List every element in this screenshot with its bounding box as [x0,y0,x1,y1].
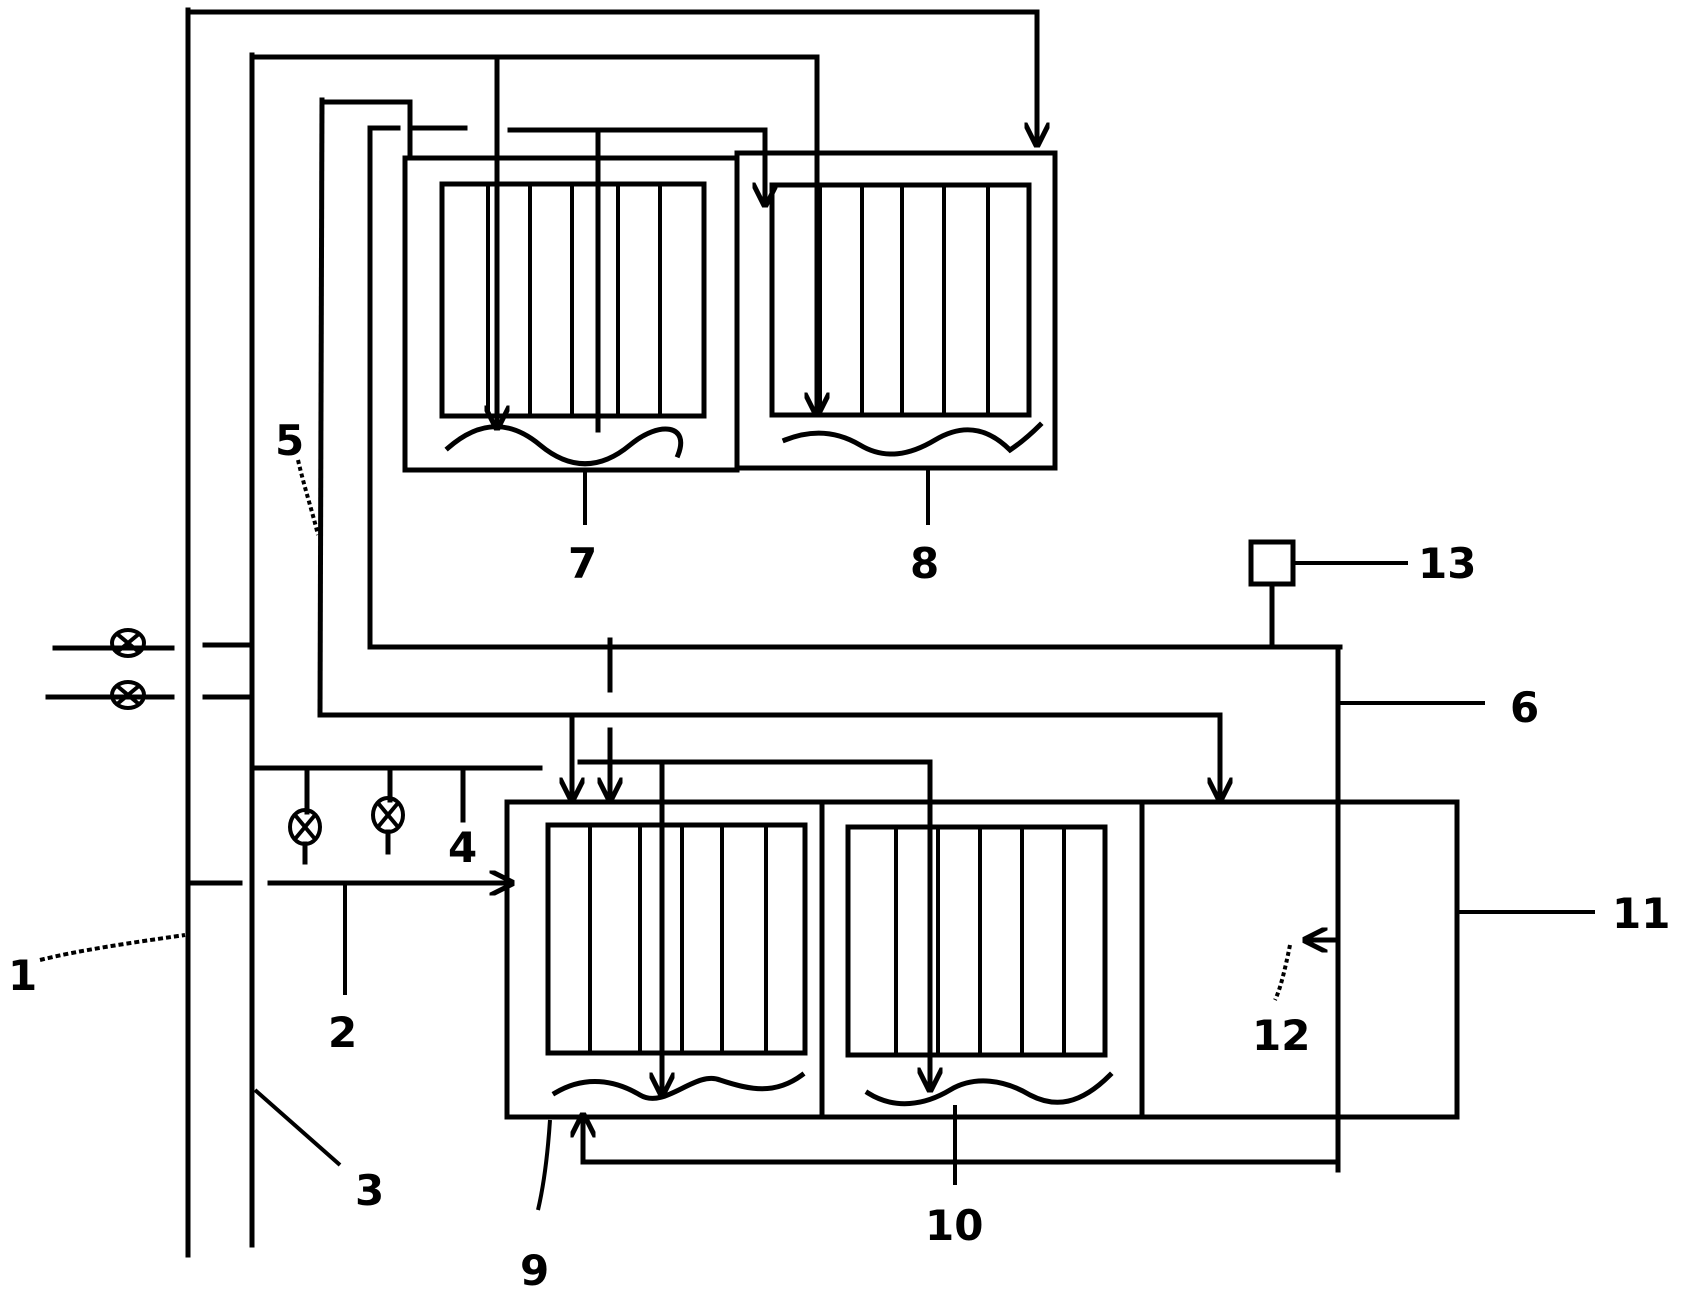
svg-text:9: 9 [520,1246,549,1289]
label-1: 1 [8,951,37,1000]
label-9: 9 [520,1246,549,1289]
svg-text:1: 1 [8,951,37,1000]
tank-8 [734,150,1058,525]
tank-7 [402,155,740,525]
chamber-12 [1139,799,1595,1120]
svg-text:5: 5 [275,416,304,465]
valve-line-lower [45,680,255,710]
label-7: 7 [568,539,597,588]
label-13: 13 [1418,539,1476,588]
svg-text:6: 6 [1510,683,1539,732]
label-12: 12 [1252,1011,1310,1060]
label-5: 5 [275,416,304,465]
label-3: 3 [355,1166,384,1215]
sensor-13 [1248,539,1408,650]
svg-text:2: 2 [328,1008,357,1057]
valve-line-upper [52,628,255,658]
svg-text:11: 11 [1612,889,1670,938]
second-feed-line [249,54,817,431]
pipe-6 [367,125,1343,1173]
valve-icon [110,628,146,658]
label-2: 2 [328,1008,357,1057]
label-11: 11 [1612,889,1670,938]
pipe-5-upper-distribution [319,99,765,433]
pipe-2 [187,883,515,995]
svg-text:3: 3 [355,1166,384,1215]
leader-lines [39,459,1485,1167]
label-8: 8 [910,539,939,588]
svg-text:7: 7 [568,539,597,588]
svg-text:4: 4 [448,823,477,872]
svg-text:12: 12 [1252,1011,1310,1060]
tank-10 [819,799,1145,1185]
label-10: 10 [925,1201,983,1250]
pipe-5 [317,97,1220,803]
label-4: 4 [448,823,477,872]
svg-text:10: 10 [925,1201,983,1250]
valve-icon [110,680,146,710]
pipe-4 [249,759,930,1098]
svg-text:13: 13 [1418,539,1476,588]
svg-text:8: 8 [910,539,939,588]
label-6: 6 [1510,683,1539,732]
top-feed-line-to-tank-8 [185,9,1037,148]
